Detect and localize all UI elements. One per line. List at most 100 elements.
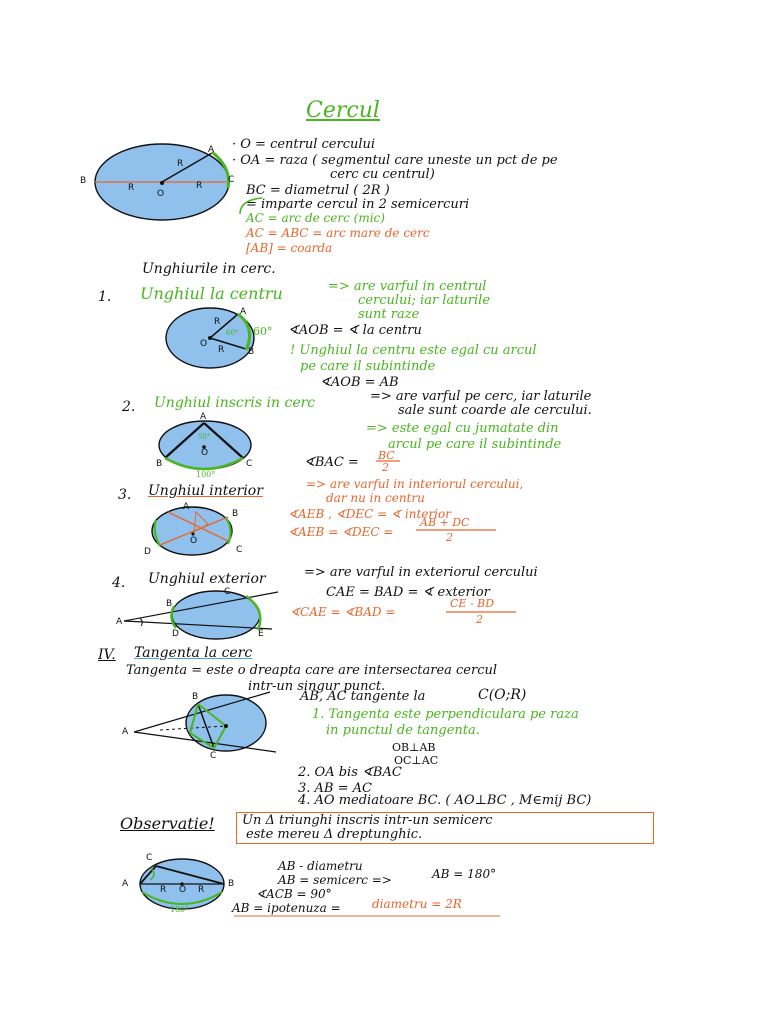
section-title: Unghiul inscris in cerc: [154, 395, 316, 411]
label-radius: R: [214, 317, 221, 327]
section-heading: Unghiurile in cerc.: [142, 261, 276, 277]
formula-line: ∢AEB , ∢DEC = ∢ interior: [288, 507, 451, 521]
label-point-o: O: [190, 536, 198, 546]
label-point-o: O: [179, 885, 187, 895]
observation-label: Observatie!: [120, 814, 215, 833]
property-line: OB⊥AB: [392, 741, 436, 754]
label-point-a: A: [208, 145, 215, 155]
section-number: 1.: [98, 289, 112, 305]
section-title: Unghiul interior: [148, 483, 263, 499]
intro-line: [AB] = coarda: [246, 241, 333, 255]
label-radius: R: [196, 181, 203, 191]
section-title: Unghiul la centru: [140, 284, 283, 303]
label-point-c: C: [224, 587, 231, 597]
label-point-c: C: [236, 545, 243, 555]
property-line: 2. OA bis ∢BAC: [298, 765, 402, 780]
observation-line: ∢ACB = 90°: [256, 887, 332, 901]
definition-line: AB, AC tangente la: [300, 689, 426, 704]
property-line: OC⊥AC: [394, 754, 439, 767]
observation-line: AB = 180°: [432, 867, 497, 881]
intro-line: AC = ABC = arc mare de cerc: [246, 226, 430, 240]
section-number: 3.: [118, 487, 132, 503]
label-point-b: B: [166, 599, 173, 609]
fraction-denominator: 2: [446, 531, 453, 544]
label-point-c: C: [146, 853, 153, 863]
label-radius: R: [160, 885, 167, 895]
label-point-b: B: [232, 509, 239, 519]
observation-line: AB = ipotenuza =: [232, 901, 341, 915]
label-point-a: A: [122, 879, 129, 889]
label-radius: R: [198, 885, 205, 895]
section-title: Unghiul exterior: [148, 571, 266, 587]
label-point-d: D: [144, 547, 151, 557]
observation-box: [236, 812, 654, 844]
label-point-b: B: [248, 347, 255, 357]
label-radius: R: [218, 345, 225, 355]
definition-line: => are varful in exteriorul cercului: [304, 565, 538, 580]
fraction-numerator: BC: [378, 449, 395, 462]
definition-line: => este egal cu jumatate din: [366, 421, 559, 436]
label-radius: R: [177, 159, 184, 169]
fraction-denominator: 2: [476, 613, 483, 626]
definition-line: cercului; iar laturile: [358, 293, 491, 308]
property-line: 4. AO mediatoare BC. ( AO⊥BC , M∈mij BC): [298, 793, 592, 808]
label-point-o: O: [200, 339, 208, 349]
definition-line: sale sunt coarde ale cercului.: [398, 403, 592, 418]
label-point-e: E: [258, 629, 264, 639]
observation-text: Un Δ triunghi inscris intr-un semicerc: [242, 813, 493, 828]
definition-line: => are varful in interiorul cercului,: [306, 477, 524, 491]
label-point-o: O: [157, 189, 165, 199]
definition-line: Tangenta = este o dreapta care are inter…: [126, 663, 498, 678]
property-line: 1. Tangenta este perpendiculara pe raza: [312, 707, 579, 722]
label-point-b: B: [192, 692, 199, 702]
circle-notation: C(O;R): [478, 687, 527, 703]
intro-line: cerc cu centrul): [330, 167, 435, 182]
label-point-b: B: [80, 176, 87, 186]
page-title: Cercul: [306, 98, 380, 123]
definition-line: => are varful in centrul: [328, 279, 487, 294]
arc-measure: 100°: [196, 470, 216, 479]
fraction-numerator: CE - BD: [450, 597, 495, 610]
observation-line: AB - diametru: [278, 859, 363, 873]
fraction-denominator: 2: [382, 461, 389, 474]
fraction-numerator: AB + DC: [420, 516, 470, 529]
intro-line: · O = centrul cercului: [232, 137, 376, 152]
definition-line: sunt raze: [358, 307, 420, 322]
label-point-c: C: [228, 175, 235, 185]
intro-line: AC = arc de cerc (mic): [246, 211, 385, 225]
definition-line: dar nu in centru: [326, 491, 425, 505]
label-point-a: A: [122, 727, 129, 737]
section-number: IV.: [98, 647, 116, 663]
formula-line: ∢AEB = ∢DEC =: [288, 525, 394, 539]
formula: ∢BAC =: [304, 455, 359, 470]
arc-measure: 180°: [170, 905, 190, 914]
definition-line: intr-un singur punct.: [248, 679, 386, 694]
label-point-a: A: [116, 617, 123, 627]
arc-measure: 60°: [253, 325, 273, 338]
label-point-b: B: [228, 879, 235, 889]
intro-line: BC = diametrul ( 2R ): [246, 183, 390, 198]
label-point-d: D: [172, 629, 179, 639]
property-line: 3. AB = AC: [298, 781, 372, 796]
observation-line: diametru = 2R: [372, 897, 462, 911]
section-number: 2.: [122, 399, 136, 415]
formula: ∢AOB = AB: [320, 375, 399, 390]
label-point-a: A: [240, 307, 247, 317]
formula-line: ∢CAE = ∢BAD =: [290, 605, 396, 619]
note-line: pe care il subintinde: [300, 359, 436, 374]
angle-measure: 60°: [226, 329, 239, 337]
label-point-b: B: [156, 459, 163, 469]
observation-text: este mereu Δ dreptunghic.: [246, 827, 423, 842]
